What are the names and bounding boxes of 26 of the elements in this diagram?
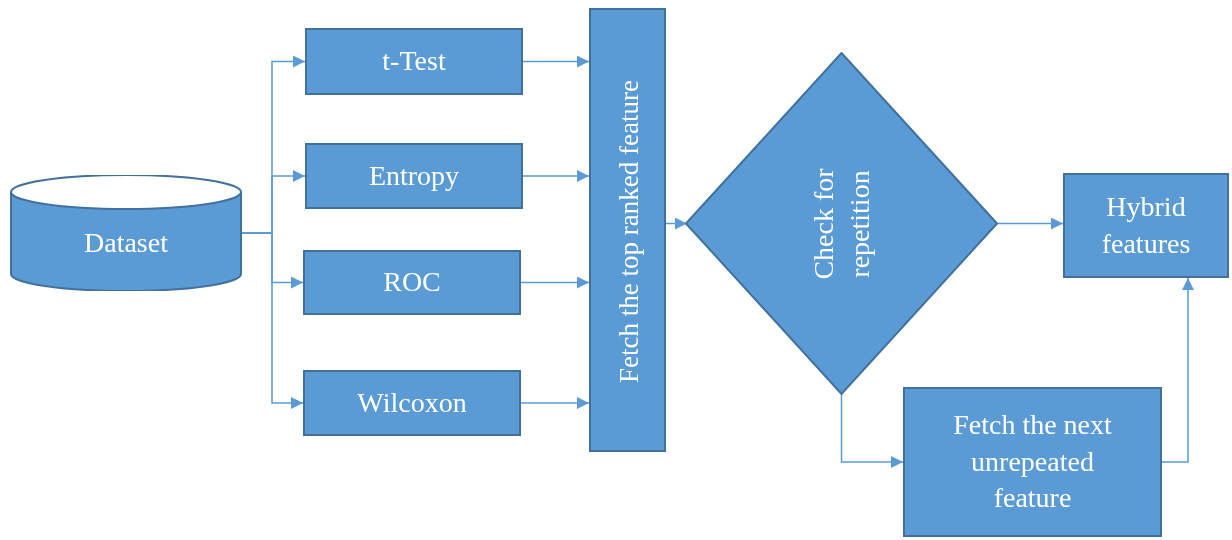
method-box (303, 250, 521, 315)
node-label: Entropy (368, 158, 460, 193)
process-box (903, 387, 1162, 537)
method-box (303, 370, 521, 436)
node-label: Wilcoxon (357, 385, 467, 420)
arrow (520, 397, 590, 409)
node-label: Hybrid features (1100, 190, 1192, 261)
node-label: Fetch the top ranked feature (612, 79, 645, 385)
method-box (305, 28, 523, 95)
arrow (520, 276, 590, 289)
node-label: t-Test (382, 44, 446, 79)
arrow (241, 232, 304, 409)
decision-diamond (685, 52, 998, 395)
arrow (1161, 277, 1194, 463)
process-bar (589, 8, 666, 452)
arrow (522, 55, 590, 68)
output-box (1063, 173, 1229, 278)
arrow (840, 393, 904, 468)
method-box (305, 143, 523, 209)
node-label: Check for repetition (806, 166, 876, 282)
node-label: ROC (383, 265, 441, 300)
arrow (995, 217, 1064, 230)
node-label: Fetch the next unrepeated feature (952, 408, 1113, 516)
database-cylinder (10, 175, 242, 291)
node-label: Dataset (84, 225, 168, 260)
arrow (522, 170, 590, 182)
